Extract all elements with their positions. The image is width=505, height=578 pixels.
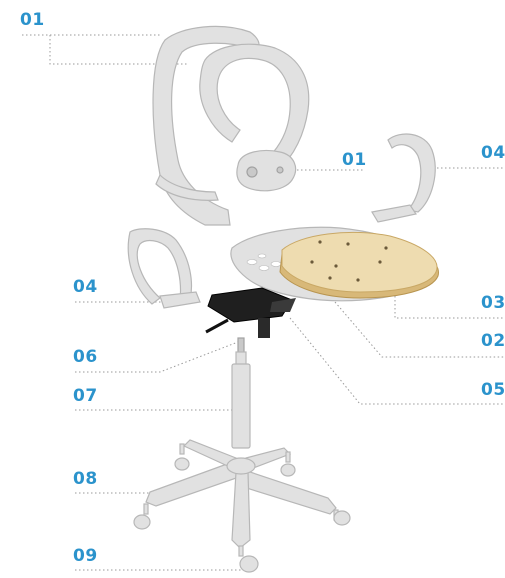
screw-hole [346,242,349,245]
vent [271,262,281,267]
gas-cover [232,364,250,448]
caster-front [239,546,258,572]
leader-gas-lift [75,342,238,372]
caster-wheel [134,515,150,529]
caster-wheel [240,556,258,572]
caster-stem [286,452,290,462]
armrest-right-loop [388,134,435,212]
lumbar-body [237,151,296,191]
vent [247,260,257,265]
backrest-frame [153,26,309,225]
screw-hole [334,264,337,267]
label-gas-cover: 07 [73,386,98,406]
armrest-right [372,134,435,222]
screw-hole [378,260,381,263]
label-mechanism: 05 [481,380,505,400]
armrest-right-foot [372,205,416,222]
screw-hole [328,276,331,279]
mechanism-lever [206,320,228,332]
caster-left-front [134,504,150,529]
label-backrest: 01 [20,10,45,30]
label-seat-cushion: 03 [481,293,505,313]
armrest-left-foot [160,292,200,308]
screw-hole [310,260,313,263]
label-armrest-right: 04 [481,143,505,163]
label-lumbar: 01 [342,150,367,170]
caster-stem [144,504,148,514]
screw-hole [356,278,359,281]
caster-right-front [334,510,350,525]
label-casters: 09 [73,546,98,566]
vent [259,266,269,271]
seat-cushion [280,232,438,298]
armrest-left [128,229,200,308]
five-star-base [146,440,336,548]
label-gas-lift: 06 [73,347,98,367]
caster-stem [180,444,184,454]
base-leg-front [232,472,250,548]
lumbar-screw [277,167,283,173]
armrest-left-loop [128,229,191,304]
leader-mechanism [290,318,505,404]
lumbar-knob [247,167,257,177]
caster-wheel [334,511,350,525]
label-armrest-left: 04 [73,277,98,297]
gas-cover-tube [232,364,250,448]
screw-hole [318,240,321,243]
label-base: 08 [73,469,98,489]
vent [258,254,266,258]
screw-hole [384,246,387,249]
base-hub [227,458,255,474]
mechanism-cylinder-mount [258,318,270,338]
label-seat-base: 02 [481,331,505,351]
caster-wheel [175,458,189,470]
caster-wheel [281,464,295,476]
gas-lift [236,338,246,366]
tilt-mechanism [206,288,296,338]
lumbar-support [237,151,296,191]
leader-seat-base [335,302,505,357]
caster-stem [239,546,243,556]
